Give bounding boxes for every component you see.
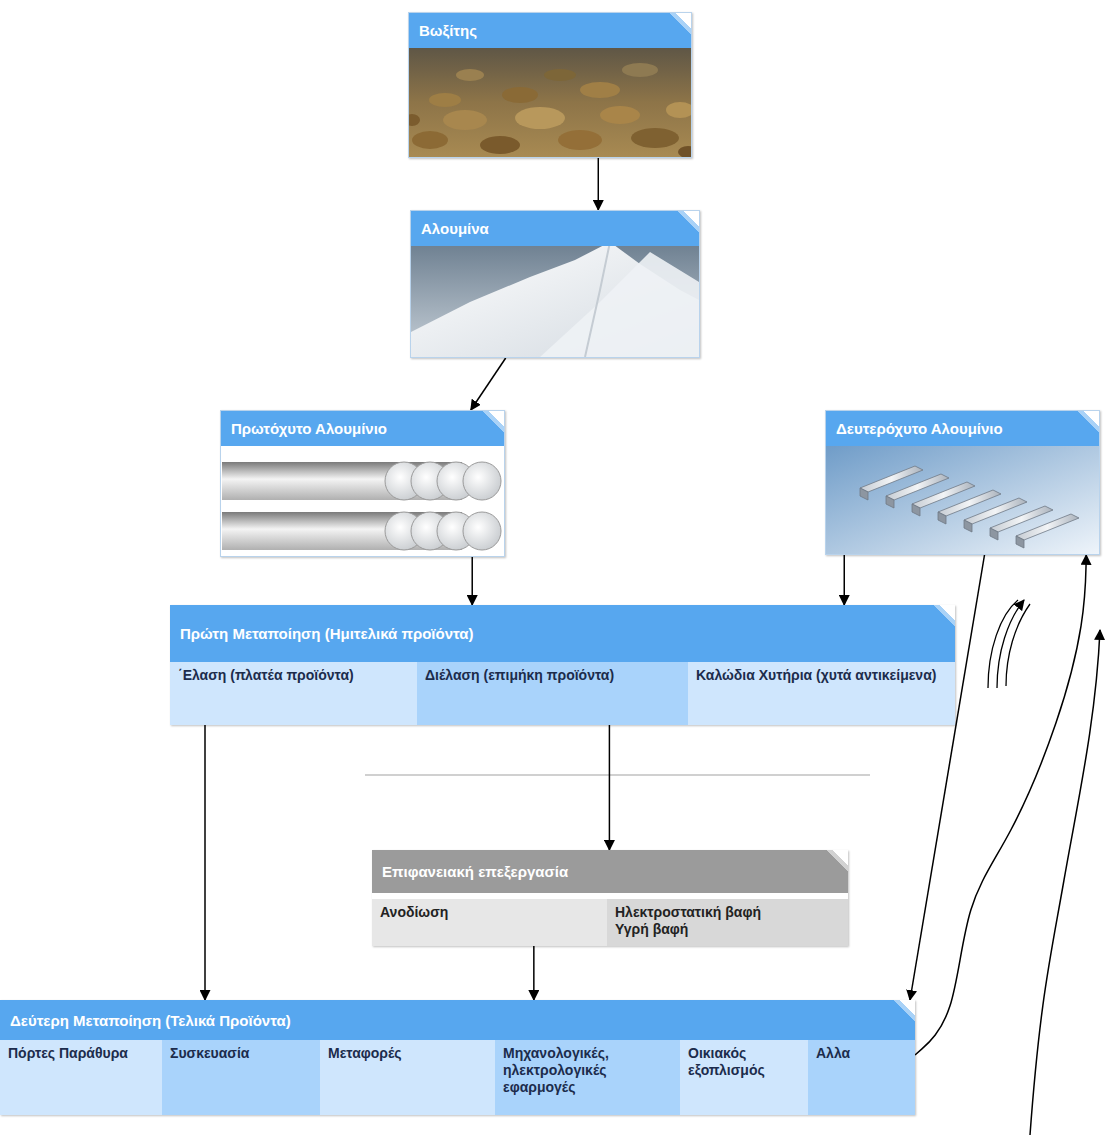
material-box: Αλουμίνα (410, 210, 700, 358)
flow-arrow (844, 555, 846, 605)
box-header: Επιφανειακή επεξεργασία (372, 850, 848, 893)
box-title: Επιφανειακή επεξεργασία (382, 863, 568, 880)
cell-text: Μηχανολογικές, ηλεκτρολογικές εφαρμογές (503, 1045, 672, 1096)
box-title: Πρώτη Μεταποίηση (Ημιτελικά προϊόντα) (180, 625, 474, 642)
box-title: Αλουμίνα (421, 220, 489, 237)
category-cell: Ανοδίωση (372, 899, 607, 946)
category-cell: Πόρτες Παράθυρα (0, 1040, 162, 1115)
material-box: Πρωτόχυτο Αλουμίνιο (220, 410, 505, 557)
flow-arrow (598, 158, 600, 210)
flow-arrow (533, 946, 535, 1000)
category-cell: Οικιακός εξοπλισμός (680, 1040, 808, 1115)
flow-arrow (471, 557, 473, 605)
divider-line (365, 774, 870, 776)
cell-text: ΄Ελαση (πλατέα προϊόντα) (178, 667, 409, 684)
alumina-picture (411, 245, 699, 357)
flow-arrow (204, 725, 206, 1000)
cell-text: Ανοδίωση (380, 904, 599, 921)
primary-aluminium-picture (221, 445, 504, 556)
box-header: Αλουμίνα (411, 211, 699, 246)
cell-text: Μεταφορές (328, 1045, 487, 1062)
category-cell: Συσκευασία (162, 1040, 320, 1115)
cell-text: Αλλα (816, 1045, 907, 1062)
cell-text: Διέλαση (επιμήκη προϊόντα) (425, 667, 680, 684)
recycle-arrow (1030, 630, 1100, 1135)
box-title: Δευτερόχυτο Αλουμίνιο (836, 420, 1003, 437)
cell-text: Καλώδια Χυτήρια (χυτά αντικείμενα) (696, 667, 947, 684)
category-cell: Μεταφορές (320, 1040, 495, 1115)
category-cell: Αλλα (808, 1040, 915, 1115)
box-header: Πρωτόχυτο Αλουμίνιο (221, 411, 504, 446)
material-box: Βωξίτης (408, 12, 692, 158)
box-title: Δεύτερη Μεταποίηση (Τελικά Προϊόντα) (10, 1012, 291, 1029)
category-cell: ΄Ελαση (πλατέα προϊόντα) (170, 662, 417, 725)
cell-text: Οικιακός εξοπλισμός (688, 1045, 800, 1079)
box-title: Βωξίτης (419, 22, 477, 39)
cell-text: Πόρτες Παράθυρα (8, 1045, 154, 1062)
box-header: Βωξίτης (409, 13, 691, 48)
bauxite-picture (409, 47, 691, 157)
secondary-aluminium-picture (826, 445, 1099, 554)
cell-text: Συσκευασία (170, 1045, 312, 1062)
category-cell: Μηχανολογικές, ηλεκτρολογικές εφαρμογές (495, 1040, 680, 1115)
box-header: Δευτερόχυτο Αλουμίνιο (826, 411, 1099, 446)
stage-panel: Επιφανειακή επεξεργασίαΑνοδίωση Ηλεκτροστ… (372, 850, 848, 946)
stage-panel: Πρώτη Μεταποίηση (Ημιτελικά προϊόντα) ΄Ελ… (170, 605, 955, 725)
recycle-stroke (1006, 604, 1030, 686)
cell-text: Ηλεκτροστατική βαφή Υγρή βαφή (615, 904, 780, 938)
stage-panel: Δεύτερη Μεταποίηση (Τελικά Προϊόντα) Πόρτ… (0, 1000, 915, 1115)
box-header: Δεύτερη Μεταποίηση (Τελικά Προϊόντα) (0, 1000, 915, 1040)
box-title: Πρωτόχυτο Αλουμίνιο (231, 420, 387, 437)
recycle-stroke (997, 600, 1024, 688)
category-cell: Καλώδια Χυτήρια (χυτά αντικείμενα) (688, 662, 955, 725)
flow-arrow (609, 725, 611, 850)
category-cell: Διέλαση (επιμήκη προϊόντα) (417, 662, 688, 725)
box-header: Πρώτη Μεταποίηση (Ημιτελικά προϊόντα) (170, 605, 955, 662)
category-cell: Ηλεκτροστατική βαφή Υγρή βαφή (607, 899, 848, 946)
material-box: Δευτερόχυτο Αλουμίνιο (825, 410, 1100, 555)
flow-arrow (471, 358, 506, 410)
